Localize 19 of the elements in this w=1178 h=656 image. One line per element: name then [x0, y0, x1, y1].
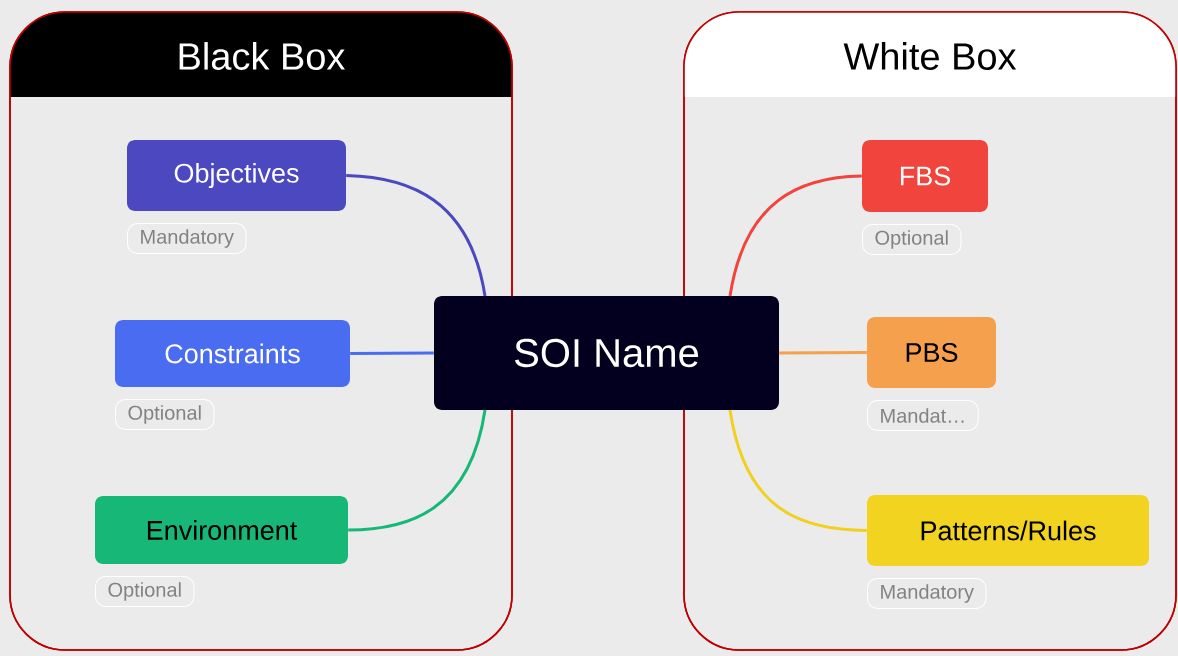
status-tag: Optional	[862, 224, 962, 255]
connector	[346, 174, 487, 297]
connector	[779, 351, 867, 355]
topic-box: FBS	[862, 140, 988, 212]
connector	[728, 409, 867, 532]
topic-box: PBS	[867, 317, 996, 388]
connector	[728, 174, 862, 297]
connector	[348, 409, 487, 532]
status-tag: Mandatory	[867, 578, 987, 609]
topic-box: Objectives	[127, 140, 346, 211]
connector	[350, 351, 434, 355]
status-tag: Optional	[115, 399, 215, 430]
topic-box: Patterns/Rules	[867, 495, 1149, 566]
topic-box: Constraints	[115, 320, 350, 387]
topic-box: Environment	[95, 496, 348, 564]
status-tag: Mandatory	[127, 223, 247, 254]
system-box: SOI Name	[434, 296, 779, 410]
status-tag: Optional	[95, 576, 195, 607]
status-tag: Mandat…	[867, 400, 979, 431]
